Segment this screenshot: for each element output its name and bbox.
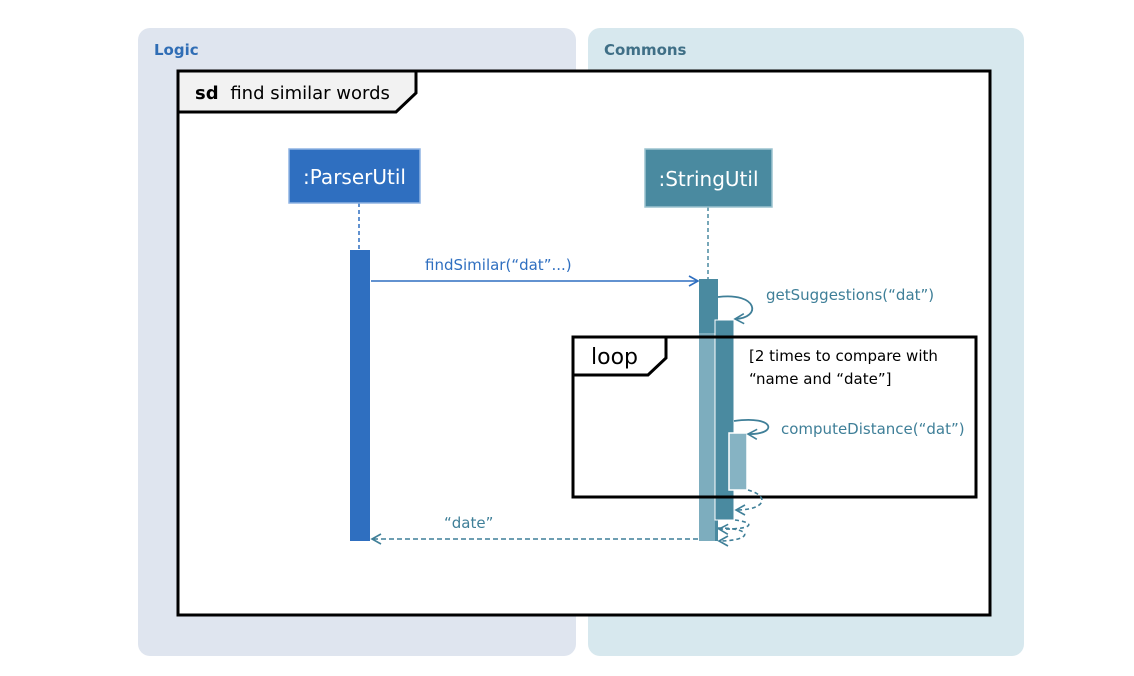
sd-keyword: sd [195, 83, 219, 104]
parser-util-activation [350, 250, 370, 541]
participant-parser-util: :ParserUtil [288, 148, 421, 204]
get-suggestions-arrow [717, 295, 754, 325]
find-similar-label: findSimilar(“dat”...) [425, 256, 572, 274]
return-date-label: “date” [444, 514, 493, 532]
loop-label-tab [571, 335, 668, 377]
string-util-activation-light [699, 333, 715, 541]
loop-guard-line-2: “name and “date”] [749, 370, 891, 388]
parser-util-label: :ParserUtil [303, 165, 406, 189]
commons-lane-title: Commons [604, 41, 687, 59]
compute-distance-activation [728, 432, 748, 491]
compute-distance-label: computeDistance(“dat”) [781, 420, 965, 438]
sd-frame-title: sd find similar words [195, 83, 390, 104]
sd-frame-label-tab [176, 69, 418, 114]
loop-fragment [571, 335, 978, 499]
sd-frame-name: find similar words [230, 83, 390, 104]
participant-string-util: :StringUtil [644, 148, 773, 208]
loop-keyword: loop [591, 345, 638, 370]
string-util-self-return [717, 527, 746, 547]
logic-lane-title: Logic [154, 41, 199, 59]
loop-guard-line-1: [2 times to compare with [749, 347, 938, 365]
compute-distance-arrow [733, 419, 770, 440]
get-suggestions-label: getSuggestions(“dat”) [766, 286, 934, 304]
string-util-label: :StringUtil [658, 167, 758, 191]
